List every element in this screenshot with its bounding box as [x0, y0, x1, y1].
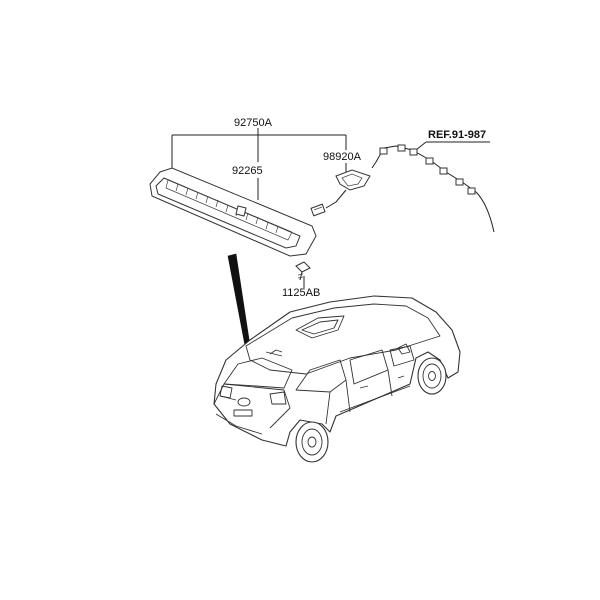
label-92265: 92265	[232, 165, 263, 177]
reference-harness	[371, 144, 495, 233]
screw-1125AB	[295, 261, 311, 281]
stop-lamp-assembly	[149, 167, 317, 257]
label-1125AB: 1125AB	[282, 287, 320, 299]
harness-98920A	[310, 169, 371, 217]
label-92750A: 92750A	[234, 117, 273, 129]
vehicle-illustration	[213, 295, 461, 463]
label-98920A: 98920A	[323, 151, 362, 163]
label-reference: REF.91-987	[428, 129, 486, 141]
leader-lines	[171, 128, 490, 288]
